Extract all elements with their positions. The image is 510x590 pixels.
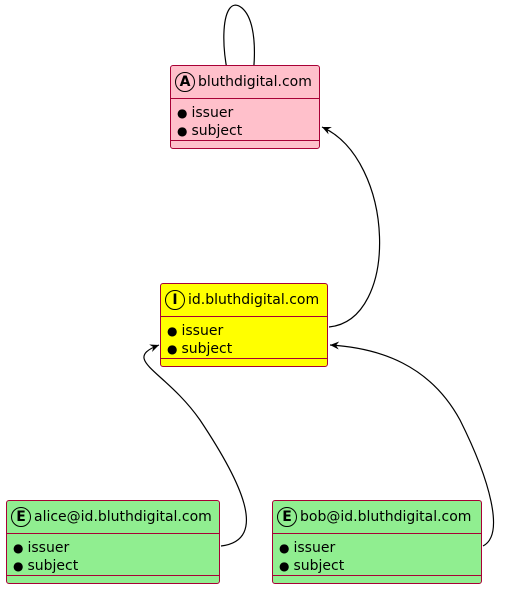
node-divider xyxy=(171,140,319,141)
bullet-icon: ● xyxy=(13,559,24,573)
field-row: ●subject xyxy=(279,557,481,575)
field-label: subject xyxy=(191,123,243,139)
bullet-icon: ● xyxy=(279,541,290,555)
field-label: issuer xyxy=(191,105,234,121)
field-row: ●issuer xyxy=(177,104,319,122)
edge-alice-intermediate xyxy=(143,344,248,547)
node-fields: ●issuer●subject xyxy=(273,539,481,575)
field-row: ●subject xyxy=(13,557,219,575)
node-fields: ●issuer●subject xyxy=(171,104,319,140)
field-label: issuer xyxy=(27,540,70,556)
bullet-icon: ● xyxy=(167,342,178,356)
bullet-icon: ● xyxy=(177,106,188,120)
edge-bob-intermediate xyxy=(329,341,495,547)
field-row: ●issuer xyxy=(279,539,481,557)
field-row: ●issuer xyxy=(167,322,327,340)
field-label: subject xyxy=(293,558,345,574)
field-row: ●subject xyxy=(167,340,327,358)
field-label: issuer xyxy=(293,540,336,556)
node-divider xyxy=(7,575,219,576)
node-divider xyxy=(161,358,327,359)
stereotype-badge: E xyxy=(11,507,31,527)
field-row: ●subject xyxy=(177,122,319,140)
edge-intermediate-root xyxy=(321,126,381,328)
bullet-icon: ● xyxy=(13,541,24,555)
node-divider xyxy=(273,575,481,576)
node-title: bob@id.bluthdigital.com xyxy=(300,509,472,525)
node-fields: ●issuer●subject xyxy=(7,539,219,575)
bullet-icon: ● xyxy=(167,324,178,338)
stereotype-badge: I xyxy=(165,290,185,310)
stereotype-badge: E xyxy=(277,507,297,527)
node-title: bluthdigital.com xyxy=(198,74,312,90)
field-label: subject xyxy=(181,341,233,357)
node-title: alice@id.bluthdigital.com xyxy=(34,509,212,525)
bullet-icon: ● xyxy=(177,124,188,138)
stereotype-badge: A xyxy=(175,72,195,92)
field-label: issuer xyxy=(181,323,224,339)
bullet-icon: ● xyxy=(279,559,290,573)
field-row: ●issuer xyxy=(13,539,219,557)
node-fields: ●issuer●subject xyxy=(161,322,327,358)
node-title: id.bluthdigital.com xyxy=(188,292,320,308)
field-label: subject xyxy=(27,558,79,574)
